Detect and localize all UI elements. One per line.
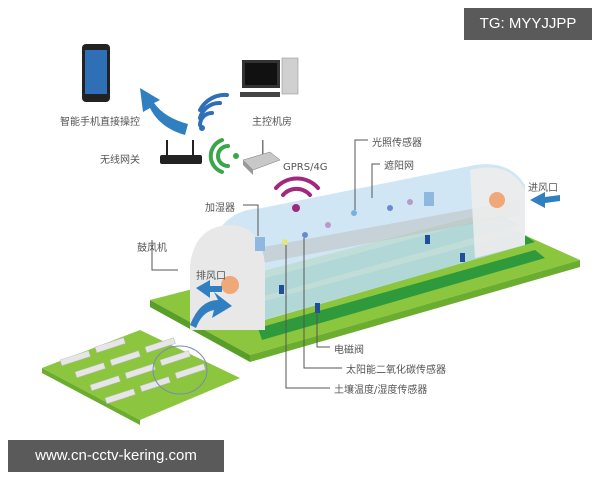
label-gprs: GPRS/4G xyxy=(283,162,328,173)
leader-lines xyxy=(151,139,380,389)
label-control-room: 主控机房 xyxy=(252,117,292,128)
solenoid-valves xyxy=(279,235,465,313)
label-humidifier: 加湿器 xyxy=(205,203,235,214)
label-gateway: 无线网关 xyxy=(100,155,140,166)
roof-sensors xyxy=(255,192,434,251)
router-icon xyxy=(160,140,202,164)
watermark-top-right: TG: MYYJJPP xyxy=(464,8,592,40)
airflow-arrows xyxy=(140,88,560,328)
wifi-purple-icon xyxy=(274,176,320,197)
wifi-blue-icon xyxy=(198,92,229,127)
label-blower: 鼓风机 xyxy=(137,243,167,254)
label-shade-net: 遮阳网 xyxy=(384,161,414,172)
gprs-device-icon xyxy=(242,140,281,175)
label-soil-sensor: 土壤温度/湿度传感器 xyxy=(334,385,428,396)
computer-icon xyxy=(240,57,299,97)
label-smartphone: 智能手机直接操控 xyxy=(60,117,140,128)
smartphone-icon xyxy=(82,44,110,102)
label-intake: 进风口 xyxy=(528,183,558,194)
label-solenoid-valve: 电磁阀 xyxy=(334,345,364,356)
wifi-green-icon xyxy=(208,138,230,174)
label-light-sensor: 光照传感器 xyxy=(372,138,422,149)
label-exhaust: 排风口 xyxy=(196,271,226,282)
label-co2-sensor: 太阳能二氧化碳传感器 xyxy=(346,365,446,376)
seedbed-field xyxy=(42,330,240,425)
watermark-bottom-left: www.cn-cctv-kering.com xyxy=(8,440,224,472)
